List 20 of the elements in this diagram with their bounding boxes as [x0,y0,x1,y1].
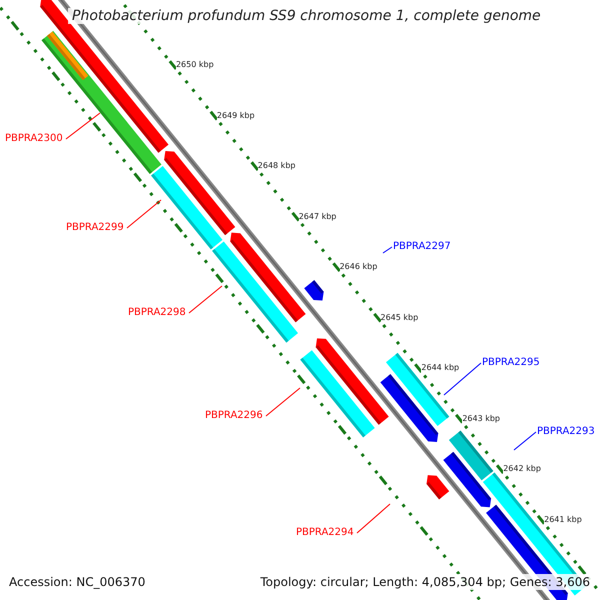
scale-label: 2646 kbp [340,261,378,272]
leader-line [444,362,482,396]
leader-line [382,246,392,254]
genome-summary-text: Topology: circular; Length: 4,085,304 bp; Genes: 3,606 [258,574,592,590]
leader-line [126,200,162,228]
leader-line [188,286,222,314]
scale-label: 2642 kbp [503,463,541,474]
scale-label: 2649 kbp [216,110,255,121]
scale-label: 2650 kbp [176,59,214,70]
scale-label: 2641 kbp [544,514,582,525]
scale-label: 2645 kbp [380,312,418,323]
leader-line [66,112,100,140]
leader-line [266,388,300,416]
leader-line [356,504,390,534]
scale-label: 2643 kbp [462,412,500,424]
scale-label: 2644 kbp [421,362,460,374]
leader-line [514,432,536,450]
scale-label: 2648 kbp [258,160,296,172]
accession-text: Accession: NC_006370 [7,574,148,590]
scale-label: 2647 kbp [298,210,336,222]
